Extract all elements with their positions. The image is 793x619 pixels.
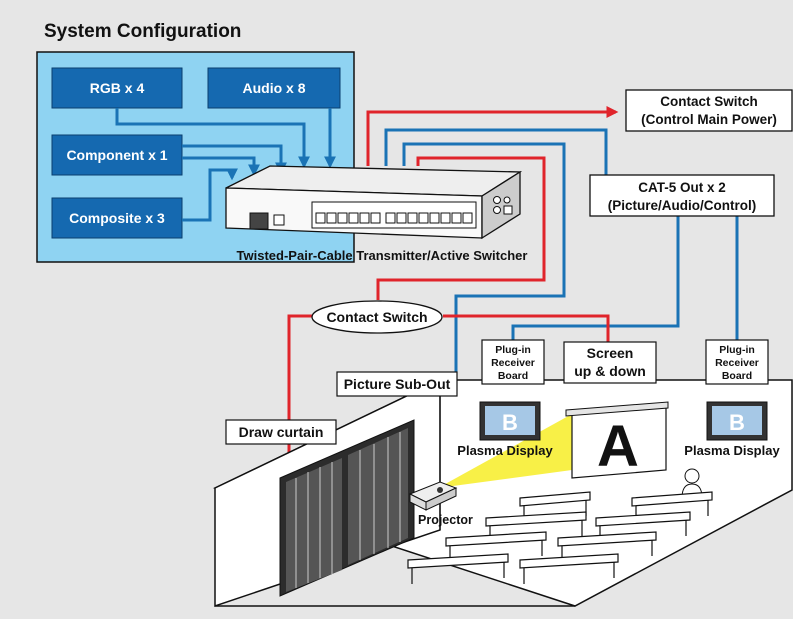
curtain-right-panel bbox=[348, 428, 408, 565]
switcher-label: Twisted-Pair-Cable Transmitter/Active Sw… bbox=[237, 248, 528, 263]
receiver-board-left-line2: Receiver bbox=[491, 357, 535, 369]
plasma-right-letter: B bbox=[729, 410, 745, 435]
rgb-input-label: RGB x 4 bbox=[90, 80, 145, 96]
curtain-left-panel bbox=[286, 458, 342, 592]
desk bbox=[445, 531, 547, 562]
curtain-cable bbox=[283, 314, 312, 469]
desks bbox=[407, 491, 713, 584]
contact-switch-label: Contact Switch bbox=[326, 309, 427, 325]
cat5-trunk-cable bbox=[384, 128, 608, 175]
switcher-buttons bbox=[315, 212, 473, 224]
composite-input-box bbox=[51, 197, 183, 239]
projector-lens bbox=[437, 487, 443, 493]
contact-switch-feed bbox=[376, 156, 546, 300]
screen-housing bbox=[565, 401, 669, 417]
receiver-board-right-box bbox=[705, 339, 769, 385]
screen-updown-line2: up & down bbox=[574, 363, 646, 379]
draw-curtain-box bbox=[225, 419, 337, 445]
curtain-folds bbox=[295, 432, 401, 588]
screen-updown-box bbox=[563, 341, 657, 384]
receiver-board-right-line1: Plug-in bbox=[719, 344, 755, 356]
cat5-out-subtitle: (Picture/Audio/Control) bbox=[608, 198, 757, 213]
audio-input-box bbox=[207, 67, 341, 109]
screen-letter: A bbox=[597, 414, 639, 479]
contact-switch-power-title: Contact Switch bbox=[660, 94, 758, 109]
desk bbox=[485, 511, 587, 542]
desk bbox=[595, 511, 691, 542]
switcher-knob bbox=[493, 196, 501, 204]
desk bbox=[557, 531, 657, 562]
plasma-display-right-label: Plasma Display bbox=[684, 443, 780, 458]
desk bbox=[631, 491, 713, 522]
main-power-cable bbox=[366, 106, 619, 166]
desk bbox=[407, 553, 509, 584]
receiver-board-right-line2: Receiver bbox=[715, 357, 759, 369]
plasma-display-left-label: Plasma Display bbox=[457, 443, 553, 458]
plasma-right-screen bbox=[712, 406, 762, 435]
plasma-left-letter: B bbox=[502, 410, 518, 435]
plasma-display-left: B bbox=[479, 401, 541, 441]
receiver-board-left-line3: Board bbox=[498, 370, 528, 382]
composite-cable bbox=[182, 168, 238, 222]
rgb-input-box bbox=[51, 67, 183, 109]
component-cable bbox=[182, 144, 287, 175]
switcher-knob bbox=[493, 206, 501, 214]
picture-sub-out-cable bbox=[402, 142, 566, 380]
component-input-box bbox=[51, 134, 183, 176]
picture-sub-out-label: Picture Sub-Out bbox=[344, 376, 451, 392]
switcher-port bbox=[503, 205, 513, 215]
plasma-display-right: B bbox=[706, 401, 768, 441]
draw-curtain-label: Draw curtain bbox=[239, 424, 324, 440]
component-input-label: Component x 1 bbox=[66, 147, 167, 163]
projector-icon bbox=[408, 481, 458, 511]
projector-label: Projector bbox=[418, 513, 473, 527]
receiver-board-left-line1: Plug-in bbox=[495, 344, 531, 356]
plasma-left-screen bbox=[485, 406, 535, 435]
screen-updown-line1: Screen bbox=[587, 345, 634, 361]
projector-side bbox=[425, 487, 457, 511]
receiver-board-right-line3: Board bbox=[722, 370, 752, 382]
cat5-out-title: CAT-5 Out x 2 bbox=[638, 180, 726, 195]
input-cables bbox=[115, 108, 336, 222]
picture-sub-out-box bbox=[336, 371, 458, 397]
composite-input-label: Composite x 3 bbox=[69, 210, 165, 226]
switcher-side bbox=[481, 170, 521, 240]
switcher-indicator bbox=[273, 214, 285, 226]
contact-switch-oval bbox=[311, 300, 443, 334]
cat5-left-cable bbox=[511, 216, 680, 340]
diagram-title: System Configuration bbox=[44, 21, 241, 42]
contact-switch-power-box bbox=[625, 89, 793, 132]
switcher-power-button bbox=[249, 212, 269, 230]
person-head bbox=[684, 468, 700, 484]
rgb-cable bbox=[115, 108, 310, 169]
receiver-board-left-box bbox=[481, 339, 545, 385]
switcher-knob bbox=[503, 196, 511, 204]
cat5-out-box bbox=[589, 174, 775, 217]
curtain bbox=[279, 419, 415, 597]
desk bbox=[519, 553, 619, 584]
switcher-device bbox=[225, 165, 523, 240]
audio-input-label: Audio x 8 bbox=[242, 80, 305, 96]
contact-switch-power-subtitle: (Control Main Power) bbox=[641, 112, 777, 127]
component-cable-2 bbox=[182, 156, 260, 177]
